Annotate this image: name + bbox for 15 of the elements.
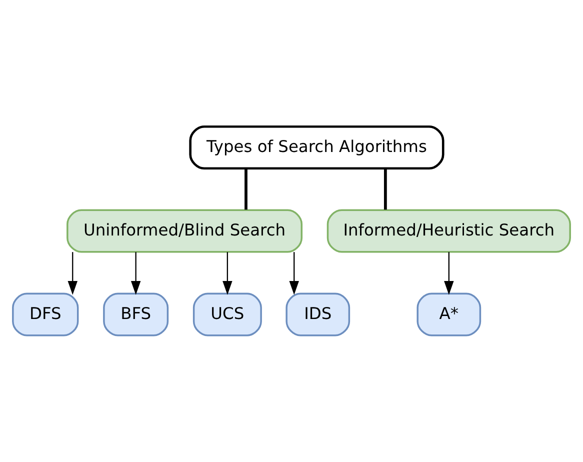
node-box: A* (416, 292, 482, 336)
node-box: Types of Search Algorithms (189, 125, 444, 170)
node-box: Informed/Heuristic Search (326, 209, 571, 253)
arrow (68, 252, 78, 295)
arrow (222, 252, 232, 295)
node-box: UCS (192, 292, 262, 336)
node-box: DFS (12, 292, 79, 336)
arrow (289, 252, 299, 295)
node-box: BFS (103, 292, 169, 336)
arrow (130, 252, 141, 295)
node-box: Uninformed/Blind Search (66, 209, 303, 253)
arrow (444, 252, 454, 295)
connector (244, 168, 248, 210)
connector (384, 168, 387, 210)
node-box: IDS (286, 292, 350, 336)
